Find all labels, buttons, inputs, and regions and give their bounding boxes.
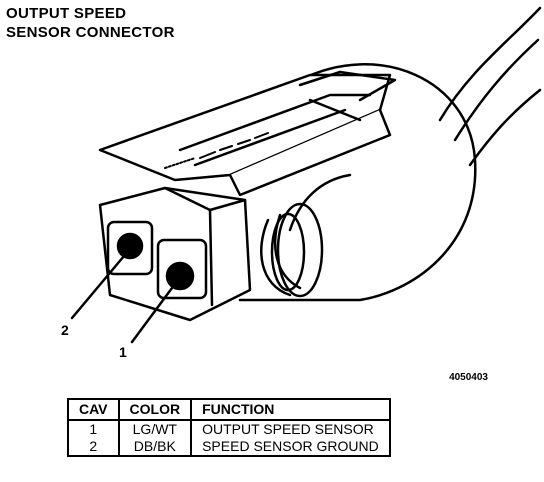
table-row: 1 LG/WT OUTPUT SPEED SENSOR	[68, 420, 390, 438]
cell-cav: 1	[68, 420, 120, 438]
header-color: COLOR	[118, 399, 193, 421]
title-line-2: SENSOR CONNECTOR	[6, 24, 175, 41]
cell-color: DB/BK	[118, 438, 193, 456]
table-row: 2 DB/BK SPEED SENSOR GROUND	[68, 438, 390, 456]
pin2-leader	[70, 254, 126, 320]
header-cav: CAV	[68, 399, 120, 421]
cell-function: SPEED SENSOR GROUND	[202, 438, 379, 454]
figure-id: 4050403	[449, 372, 488, 383]
diagram-title: OUTPUT SPEED SENSOR CONNECTOR	[6, 4, 175, 42]
cavity-2-pin	[116, 232, 144, 260]
pin2-callout: 2	[61, 322, 69, 338]
cell-color: LG/WT	[118, 420, 193, 438]
table-header-row: CAV COLOR FUNCTION	[68, 399, 390, 421]
cell-function: OUTPUT SPEED SENSOR	[202, 421, 374, 437]
title-line-1: OUTPUT SPEED	[6, 5, 127, 22]
cavity-1-pin	[165, 261, 195, 291]
cell-cav: 2	[68, 438, 120, 456]
header-function: FUNCTION	[191, 399, 390, 421]
pin1-callout: 1	[119, 344, 127, 360]
pinout-table: CAV COLOR FUNCTION 1 LG/WT OUTPUT SPEED …	[67, 398, 391, 457]
pin1-leader	[130, 286, 174, 344]
